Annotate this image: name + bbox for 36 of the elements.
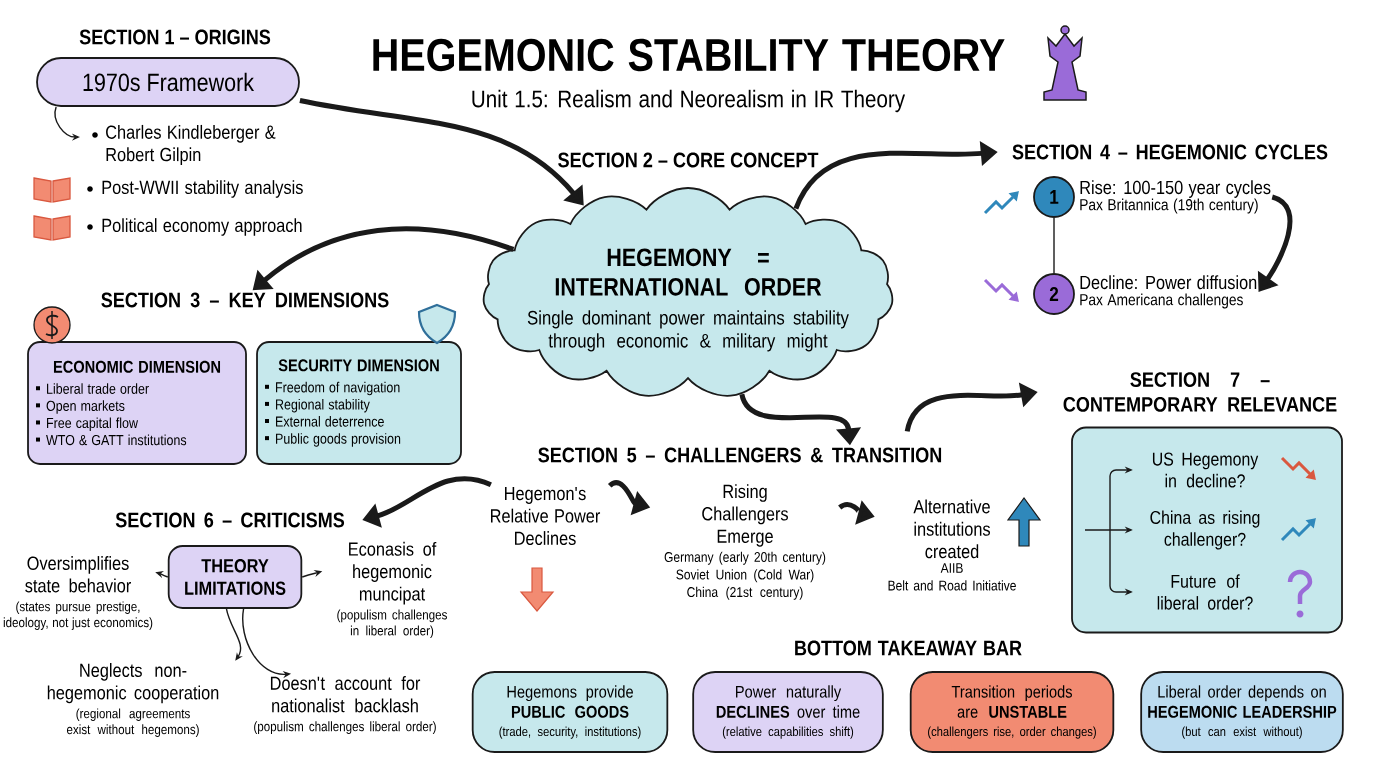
takeaway-box: Power naturally DECLINES over time (relative capabilities shift) <box>692 671 884 753</box>
dimension-box: ECONOMIC DIMENSION Liberal trade order Open markets Free capital flow WTO & GATT institutions <box>27 341 247 465</box>
question-text: Future of liberal order? <box>1157 574 1253 610</box>
pill-box: 1970s Framework <box>36 57 300 107</box>
limitations-box: THEORY LIMITATIONS <box>167 545 303 609</box>
takeaway-box: Liberal order depends on HEGEMONIC LEADERSHIP (but can exist without) <box>1140 671 1344 753</box>
subtitle: Unit 1.5: Realism and Neorealism in IR Theory <box>472 89 906 113</box>
section-heading: SECTION 3 – KEY DIMENSIONS <box>101 292 389 308</box>
criticism-text: Doesn't account for nationalist backlash (populism challenges liberal order) <box>254 676 436 734</box>
bullet-text: Charles Kindleberger & Robert Gilpin <box>106 124 276 166</box>
takeaway-box: Transition periods are UNSTABLE (challengers rise, order changes) <box>909 671 1115 753</box>
section-heading: SECTION 7 – CONTEMPORARY RELEVANCE <box>1063 372 1337 412</box>
question-text: US Hegemony in decline? <box>1152 452 1259 488</box>
flow-text: Rising Challengers Emerge Germany (early 20th century) Soviet Union (Cold War) China (21st century) <box>664 484 826 600</box>
section-heading: SECTION 4 – HEGEMONIC CYCLES <box>1012 144 1328 160</box>
section-heading: SECTION 2 – CORE CONCEPT <box>558 152 819 168</box>
title: HEGEMONIC STABILITY THEORY <box>373 38 1005 72</box>
flow-text: Hegemon's Relative Power Declines <box>491 486 601 546</box>
section-heading: SECTION 5 – CHALLENGERS & TRANSITION <box>538 447 942 463</box>
section-heading: BOTTOM TAKEAWAY BAR <box>795 640 1022 656</box>
flow-text: Alternative institutions created AIIB Belt and Road Initiative <box>888 499 1016 591</box>
step-text: Decline: Power diffusion Pax Americana challenges <box>1080 275 1257 309</box>
criticism-text: Econasis of hegemonic muncipat (populism challenges in liberal order) <box>337 541 447 639</box>
bullet-text: Post-WWII stability analysis <box>102 180 303 198</box>
criticism-text: Oversimplifies state behavior (states pursue prestige, ideology, not just economics) <box>3 556 153 630</box>
takeaway-box: Hegemons provide PUBLIC GOODS (trade, security, institutions) <box>471 671 669 753</box>
dimension-box: SECURITY DIMENSION Freedom of navigation Regional stability External deterrence Public goods provision <box>256 341 462 465</box>
step-text: Rise: 100-150 year cycles Pax Britannica (19th century) <box>1080 180 1271 214</box>
section-heading: SECTION 6 – CRITICISMS <box>115 512 345 528</box>
panel-box <box>1071 426 1343 634</box>
bullet-text: Political economy approach <box>102 218 302 236</box>
arrow <box>225 608 243 661</box>
cloud-text: HEGEMONY = INTERNATIONAL ORDER Single dominant power maintains stability through economic & military might <box>527 248 849 352</box>
question-text: China as rising challenger? <box>1150 510 1260 550</box>
criticism-text: Neglects non-hegemonic cooperation (regional agreements exist without hegemons) <box>47 663 219 737</box>
section-heading: SECTION 1 – ORIGINS <box>79 29 271 45</box>
